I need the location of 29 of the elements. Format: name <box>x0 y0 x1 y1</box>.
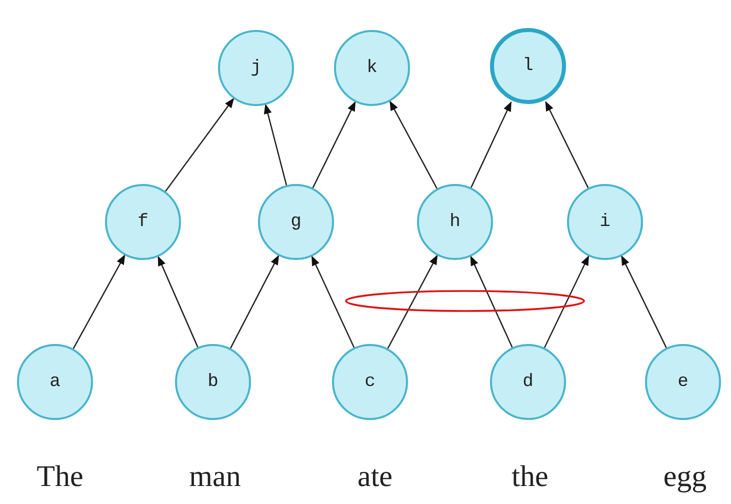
node-label: d <box>522 370 534 394</box>
arrow <box>72 254 126 350</box>
node-label: b <box>208 370 218 394</box>
arrow <box>544 255 590 348</box>
arrow <box>230 254 280 349</box>
node-label: i <box>600 210 610 234</box>
node-label: c <box>364 370 376 394</box>
word-label: egg <box>663 462 707 492</box>
arrow <box>164 98 234 192</box>
arrow <box>389 100 438 189</box>
arrow <box>311 256 355 348</box>
node-label: f <box>138 210 148 234</box>
arrow <box>387 254 438 349</box>
arrow <box>158 256 198 348</box>
node-label: k <box>366 56 378 80</box>
node-label: l <box>522 54 534 78</box>
node-label: a <box>50 370 60 394</box>
word-label: ate <box>358 462 392 492</box>
arrow <box>312 101 356 188</box>
node-label: e <box>678 370 688 394</box>
arrow <box>470 256 513 348</box>
node-label: j <box>250 56 262 80</box>
node-label: h <box>450 210 460 234</box>
word-label: The <box>36 462 84 492</box>
word-label: the <box>512 462 548 492</box>
arrow <box>621 255 667 348</box>
word-label: man <box>189 462 241 492</box>
node-label: g <box>290 210 302 234</box>
arrow <box>264 104 288 186</box>
